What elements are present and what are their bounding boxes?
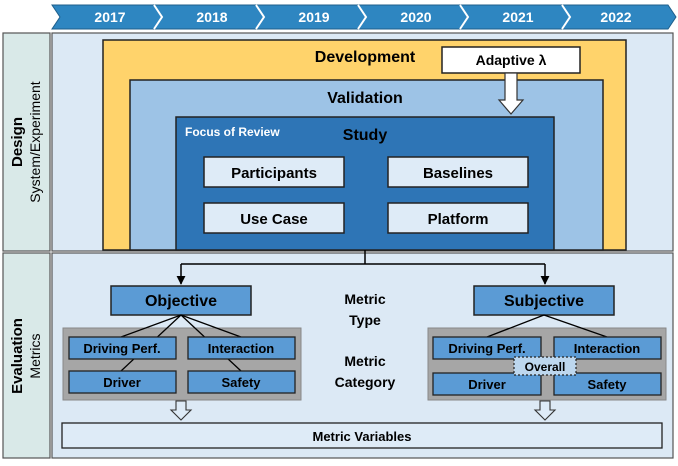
objective-interaction-label: Interaction [208,341,275,356]
timeline-separator [357,4,368,30]
objective-driver-box [68,370,177,394]
metric-type-line1: Metric [344,291,385,307]
year-label: 2022 [600,9,631,25]
metric-category-line2: Category [335,374,396,390]
design-side-label [2,32,51,252]
subjective-driving-perf-box [432,336,542,360]
subjective-down-arrow [533,400,557,421]
metric-variables-label: Metric Variables [313,429,412,444]
subjective-driver-label: Driver [468,377,506,392]
timeline-separator [153,4,164,30]
timeline-bar [51,4,677,30]
platform-box [387,202,529,234]
study-label: Study [343,127,388,144]
metric-variables-box [61,422,663,449]
overall-box [513,356,577,376]
branch-connector [176,250,550,285]
development-label: Development [315,49,416,66]
objective-down-arrow [169,400,193,421]
timeline-separator [561,4,572,30]
participants-box [203,156,345,188]
baselines-label: Baselines [423,165,493,182]
metric-type-line2: Type [349,312,381,328]
year-label: 2020 [400,9,431,25]
design-title: Design [9,117,26,167]
adaptive-lambda-label: Adaptive λ [476,52,547,68]
participants-label: Participants [231,165,317,182]
evaluation-subtitle: Metrics [27,333,43,378]
year-label: 2018 [196,9,227,25]
timeline-separator [459,4,470,30]
timeline-separator [255,4,266,30]
baselines-box [387,156,529,188]
subjective-interaction-box [553,336,662,360]
subjective-box [473,285,615,316]
objective-driving-perf-box [68,336,177,360]
adaptive-arrow [497,72,525,115]
objective-label: Objective [145,293,217,310]
focus-of-review-label: Focus of Review [185,125,280,139]
year-label: 2017 [94,9,125,25]
subjective-fan-lines [486,314,608,338]
subjective-label: Subjective [504,293,584,310]
adaptive-lambda-box [441,46,581,74]
use-case-box [203,202,345,234]
subjective-driver-box [432,372,542,396]
subjective-safety-label: Safety [587,377,627,392]
subjective-interaction-label: Interaction [574,341,641,356]
metric-category-line1: Metric [344,353,385,369]
timeline: 2017 2018 2019 2020 2021 2022 [51,4,677,30]
subjective-driving-perf-label: Driving Perf. [448,341,525,356]
objective-safety-box [187,370,296,394]
design-subtitle: System/Experiment [27,81,43,202]
evaluation-title: Evaluation [9,318,26,394]
subjective-safety-box [553,372,662,396]
year-label: 2019 [298,9,329,25]
objective-safety-label: Safety [221,375,261,390]
year-label: 2021 [502,9,533,25]
objective-driving-perf-label: Driving Perf. [83,341,160,356]
objective-interaction-box [187,336,296,360]
objective-driver-label: Driver [103,375,141,390]
validation-label: Validation [327,90,403,107]
objective-box [110,285,252,316]
overall-label: Overall [525,360,566,374]
use-case-label: Use Case [240,211,308,228]
platform-label: Platform [428,211,489,228]
evaluation-side-label [2,252,51,459]
